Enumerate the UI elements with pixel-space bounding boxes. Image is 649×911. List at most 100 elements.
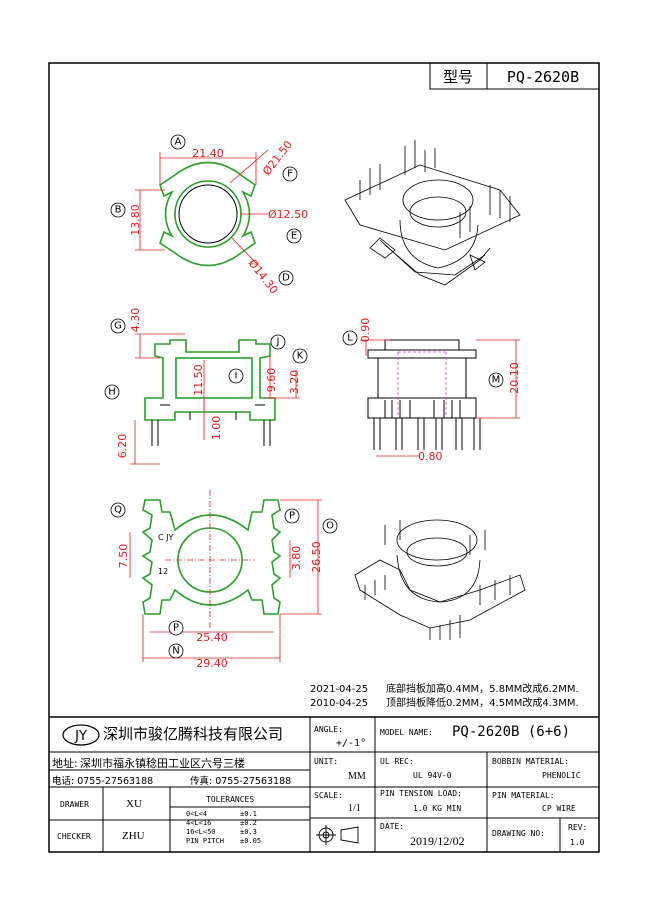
- svg-text:M: M: [492, 375, 501, 386]
- dim-bottom-w2: 29.40: [196, 657, 228, 670]
- callout-N: N: [168, 643, 184, 659]
- svg-text:H: H: [108, 387, 116, 398]
- tolerances-label: TOLERANCES: [206, 795, 255, 804]
- callout-K: K: [292, 348, 308, 364]
- dim-front-total: 20.10: [508, 362, 521, 394]
- callout-M: M: [488, 372, 504, 388]
- drawing-no-label: DRAWING NO:: [492, 829, 545, 838]
- callout-O: O: [322, 518, 338, 534]
- dim-top-width: 21.40: [192, 147, 224, 160]
- callout-L: L: [342, 330, 358, 346]
- side-view: 4.30 11.50 1.00 9.60 3.20 6.20: [116, 308, 301, 465]
- rev2-date: 2010-04-25: [310, 698, 368, 709]
- callout-D: D: [278, 270, 294, 286]
- pin-load-label: PIN TENSION LOAD:: [380, 789, 462, 798]
- rev-value: 1.0: [570, 838, 585, 847]
- svg-text:J: J: [276, 337, 280, 348]
- checker-value: ZHU: [122, 830, 145, 842]
- model-value: PQ-2620B (6+6): [452, 724, 571, 740]
- tol-value-1: ±0.2: [240, 819, 257, 827]
- svg-text:B: B: [115, 205, 122, 216]
- date-label: DATE:: [380, 822, 405, 831]
- tol-value-0: ±0.1: [240, 810, 257, 818]
- callout-P2: P: [168, 620, 184, 636]
- callout-Q: Q: [110, 502, 126, 518]
- bobbin-label: BOBBIN MATERIAL:: [492, 757, 570, 766]
- svg-text:P: P: [173, 623, 179, 634]
- svg-text:F: F: [287, 169, 293, 180]
- dim-front-pitch: 0.80: [418, 450, 443, 463]
- dim-side-step2: 3.20: [288, 370, 301, 395]
- callout-G: G: [110, 318, 126, 334]
- unit-label: UNIT:: [314, 757, 339, 766]
- callout-I: I: [228, 368, 244, 384]
- tol-range-2: 16<L<50: [186, 828, 216, 836]
- title-block-grid: [49, 716, 599, 852]
- phone: 电话: 0755-27563188: [52, 776, 154, 787]
- tol-range-3: PIN PITCH: [186, 837, 224, 845]
- projection-symbol-icon: [316, 825, 359, 845]
- svg-text:K: K: [297, 351, 304, 362]
- iso-view-bottom: [354, 519, 526, 640]
- svg-text:G: G: [114, 321, 122, 332]
- callout-E: E: [286, 228, 302, 244]
- angle-value: +/-1°: [336, 738, 367, 749]
- sheet-border: [48, 62, 600, 853]
- dim-side-core-height: 11.50: [192, 364, 205, 396]
- dim-bottom-h: 26.50: [310, 541, 323, 573]
- company-name: 深圳市骏亿腾科技有限公司: [103, 725, 284, 743]
- tol-range-0: 0<L<4: [186, 810, 208, 818]
- callout-B: B: [110, 202, 126, 218]
- dim-top-mid-dia: Ø14.30: [246, 257, 281, 297]
- callouts: A B F E D G J K I H L M Q P O P N: [104, 134, 504, 659]
- model-label: MODEL NAME:: [380, 728, 433, 737]
- checker-label: CHECKER: [57, 832, 91, 841]
- unit-value: MM: [348, 771, 366, 782]
- pin-load-value: 1.0 KG MIN: [413, 804, 462, 813]
- ul-label: UL REC:: [380, 757, 414, 766]
- header-model: PQ-2620B: [507, 68, 579, 86]
- svg-text:P: P: [289, 511, 295, 522]
- dim-side-pin: 6.20: [116, 434, 129, 459]
- header-box: [429, 62, 600, 90]
- address-label: 地址:: [52, 757, 78, 770]
- dim-bottom-w1: 25.40: [196, 631, 228, 644]
- address: 深圳市福永镇稔田工业区六号三楼: [80, 757, 245, 770]
- rev1-date: 2021-04-25: [310, 684, 368, 695]
- callout-J: J: [270, 334, 286, 350]
- dim-top-inner-dia: Ø12.50: [268, 208, 308, 221]
- callout-H: H: [104, 384, 120, 400]
- header-type-label: 型号: [443, 68, 473, 86]
- svg-text:D: D: [282, 273, 290, 284]
- scale-value: 1/1: [348, 803, 361, 814]
- svg-text:JY: JY: [74, 729, 87, 744]
- angle-label: ANGLE:: [314, 725, 343, 734]
- dim-bottom-left: 7.50: [117, 544, 130, 569]
- callout-F: F: [282, 166, 298, 182]
- svg-text:N: N: [172, 646, 179, 657]
- drawer-label: DRAWER: [60, 800, 89, 809]
- rev2-text: 顶部挡板降低0.2MM，4.5MM改成4.3MM.: [386, 696, 579, 709]
- svg-text:E: E: [291, 231, 297, 242]
- dim-side-base: 1.00: [210, 416, 223, 441]
- rev-label: REV:: [568, 823, 588, 832]
- pin-mat-value: CP WIRE: [542, 804, 576, 813]
- pin-mark-2: 12: [158, 567, 168, 576]
- rev1-text: 底部挡板加高0.4MM，5.8MM改成6.2MM.: [386, 682, 579, 695]
- dim-top-height: 13.80: [129, 204, 142, 236]
- svg-text:L: L: [347, 333, 353, 344]
- scale-label: SCALE:: [314, 791, 343, 800]
- svg-text:Q: Q: [114, 505, 122, 516]
- dim-side-step1: 9.60: [265, 368, 278, 393]
- svg-text:I: I: [235, 371, 238, 382]
- drawer-value: XU: [126, 798, 142, 810]
- dim-front-top: 0.90: [359, 318, 372, 343]
- pin-mat-label: PIN MATERIAL:: [492, 791, 555, 800]
- callout-A: A: [170, 134, 186, 150]
- svg-text:A: A: [175, 137, 182, 148]
- callout-P1: P: [284, 508, 300, 524]
- revision-notes: 2021-04-25 底部挡板加高0.4MM，5.8MM改成6.2MM. 201…: [310, 682, 579, 709]
- fax: 传真: 0755-27563188: [190, 776, 292, 787]
